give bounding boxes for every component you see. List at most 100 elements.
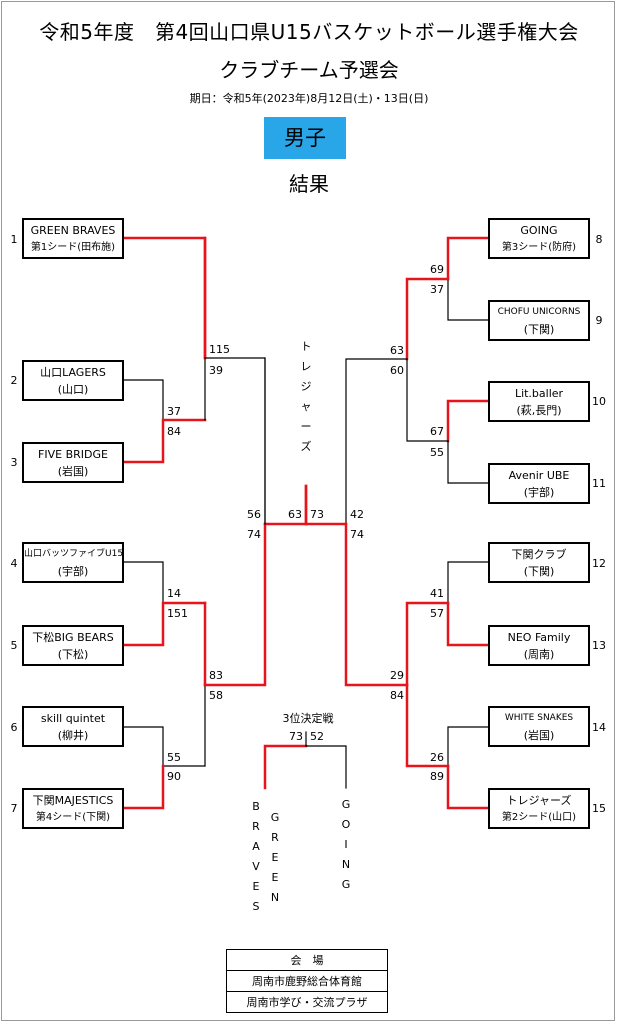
team-subtitle: (萩,長門) bbox=[516, 404, 562, 417]
line-team7-win bbox=[122, 764, 165, 810]
third-char: A bbox=[252, 840, 260, 853]
line-team6 bbox=[123, 726, 164, 767]
team-box-11[interactable]: Avenir UBE (宇部) bbox=[488, 463, 590, 504]
team-name: GREEN BRAVES bbox=[30, 224, 116, 237]
team-name: CHOFU UNICORNS bbox=[497, 307, 581, 317]
team-box-9[interactable]: CHOFU UNICORNS (下関) bbox=[488, 300, 590, 341]
third-char: S bbox=[252, 900, 260, 913]
score-l-sf-bot: 74 bbox=[247, 528, 261, 541]
team-box-14[interactable]: WHITE SNAKES (岩国) bbox=[488, 706, 590, 747]
team-name: Avenir UBE bbox=[508, 469, 570, 482]
team-subtitle: (宇部) bbox=[523, 486, 555, 499]
line-r-r2a-out bbox=[345, 358, 408, 525]
line-team11 bbox=[447, 440, 490, 484]
seed-number: 6 bbox=[10, 721, 18, 734]
team-box-7[interactable]: 下関MAJESTICS 第4シード(下関) bbox=[22, 788, 124, 829]
seed-number: 15 bbox=[592, 802, 606, 815]
team-box-3[interactable]: FIVE BRIDGE (岩国) bbox=[22, 442, 124, 483]
team-box-8[interactable]: GOING 第3シード(防府) bbox=[488, 218, 590, 259]
score-r-r1a-top: 69 bbox=[430, 263, 444, 276]
seed-number: 12 bbox=[592, 557, 606, 570]
line-l-r2b-out bbox=[203, 522, 267, 687]
line-team10 bbox=[446, 399, 491, 443]
seed-number: 14 bbox=[592, 721, 606, 734]
seed-number: 3 bbox=[10, 456, 18, 469]
line-team1 bbox=[122, 236, 207, 360]
score-l-r2b-bot: 58 bbox=[209, 689, 223, 702]
tournament-title: 令和5年度 第4回山口県U15バスケットボール選手権大会 bbox=[39, 20, 579, 44]
team-box-1[interactable]: GREEN BRAVES 第1シード(田布施) bbox=[22, 218, 124, 259]
venue-table: 会 場 周南市鹿野総合体育館 周南市学び・交流プラザ bbox=[226, 949, 388, 1013]
team-box-2[interactable]: 山口LAGERS (山口) bbox=[22, 360, 124, 401]
team-box-12[interactable]: 下関クラブ (下関) bbox=[488, 542, 590, 583]
line-r-r1a-out bbox=[405, 277, 450, 361]
line-third-right bbox=[305, 745, 347, 789]
third-place-label: 3位決定戦 bbox=[282, 712, 334, 725]
line-team2 bbox=[123, 379, 164, 421]
third-char: E bbox=[252, 880, 260, 893]
score-r-r1c-bot: 57 bbox=[430, 607, 444, 620]
seed-number: 7 bbox=[10, 802, 18, 815]
team-name: Lit.baller bbox=[514, 387, 564, 400]
score-r-r2a-bot: 60 bbox=[390, 364, 404, 377]
team-subtitle: 第3シード(防府) bbox=[501, 242, 577, 253]
team-name: NEO Family bbox=[507, 631, 571, 644]
team-name: FIVE BRIDGE bbox=[38, 448, 108, 461]
third-char: N bbox=[341, 858, 351, 871]
score-third-right: 52 bbox=[310, 730, 324, 743]
team-name: トレジャーズ bbox=[506, 794, 572, 807]
team-name: WHITE SNAKES bbox=[504, 713, 574, 723]
team-subtitle: (山口) bbox=[57, 383, 89, 396]
score-r-sf-bot: 74 bbox=[350, 528, 364, 541]
team-box-4[interactable]: 山口バッツファイブU15 (宇部) bbox=[22, 542, 124, 583]
third-char: R bbox=[252, 820, 260, 833]
venue-site-2: 周南市学び・交流プラザ bbox=[246, 996, 368, 1009]
score-r-r1a-bot: 37 bbox=[430, 283, 444, 296]
champion-char: ジ bbox=[300, 380, 312, 393]
team-box-6[interactable]: skill quintet (柳井) bbox=[22, 706, 124, 747]
seed-number: 8 bbox=[595, 233, 603, 246]
line-third-left bbox=[263, 744, 308, 790]
seed-number: 1 bbox=[10, 233, 18, 246]
team-subtitle: 第2シード(山口) bbox=[501, 812, 577, 823]
score-l-r1c-bot: 90 bbox=[167, 770, 181, 783]
third-char: N bbox=[270, 891, 280, 904]
line-team9 bbox=[447, 278, 490, 321]
third-char: V bbox=[252, 860, 260, 873]
seed-number: 13 bbox=[592, 639, 606, 652]
team-box-10[interactable]: Lit.baller (萩,長門) bbox=[488, 381, 590, 422]
seed-number: 2 bbox=[10, 374, 18, 387]
tournament-subtitle: クラブチーム予選会 bbox=[219, 58, 399, 82]
team-subtitle: 第1シード(田布施) bbox=[30, 242, 116, 253]
team-box-5[interactable]: 下松BIG BEARS (下松) bbox=[22, 625, 124, 666]
score-l-r1b-bot: 151 bbox=[167, 607, 188, 620]
line-team3 bbox=[122, 418, 207, 464]
third-char: G bbox=[341, 798, 351, 811]
score-final-right: 73 bbox=[310, 508, 324, 521]
score-r-r2b-top: 29 bbox=[390, 669, 404, 682]
score-r-r2a-top: 63 bbox=[390, 344, 404, 357]
team-name: 山口LAGERS bbox=[40, 366, 106, 379]
line-team13 bbox=[446, 601, 491, 647]
third-char: G bbox=[341, 878, 351, 891]
line-r-r2b-out bbox=[344, 522, 409, 687]
team-subtitle: (周南) bbox=[523, 648, 555, 661]
team-box-15[interactable]: トレジャーズ 第2シード(山口) bbox=[488, 788, 590, 829]
champion-char: ズ bbox=[300, 440, 312, 453]
line-team14 bbox=[447, 726, 490, 767]
team-box-13[interactable]: NEO Family (周南) bbox=[488, 625, 590, 666]
team-name: skill quintet bbox=[40, 712, 106, 725]
third-team-braves: B R A V E S bbox=[249, 797, 263, 917]
team-name: GOING bbox=[520, 224, 558, 237]
team-subtitle: (下関) bbox=[523, 323, 555, 336]
score-r-r2b-bot: 84 bbox=[390, 689, 404, 702]
seed-number: 10 bbox=[592, 395, 606, 408]
score-l-r1a-top: 37 bbox=[167, 405, 181, 418]
third-char: I bbox=[344, 838, 348, 851]
score-l-r1c-top: 55 bbox=[167, 751, 181, 764]
score-l-r1b-top: 14 bbox=[167, 587, 181, 600]
line-team12 bbox=[447, 561, 490, 604]
score-final-left: 63 bbox=[288, 508, 302, 521]
line-l-r2a-out bbox=[204, 357, 266, 525]
team-name: 下松BIG BEARS bbox=[32, 631, 114, 644]
